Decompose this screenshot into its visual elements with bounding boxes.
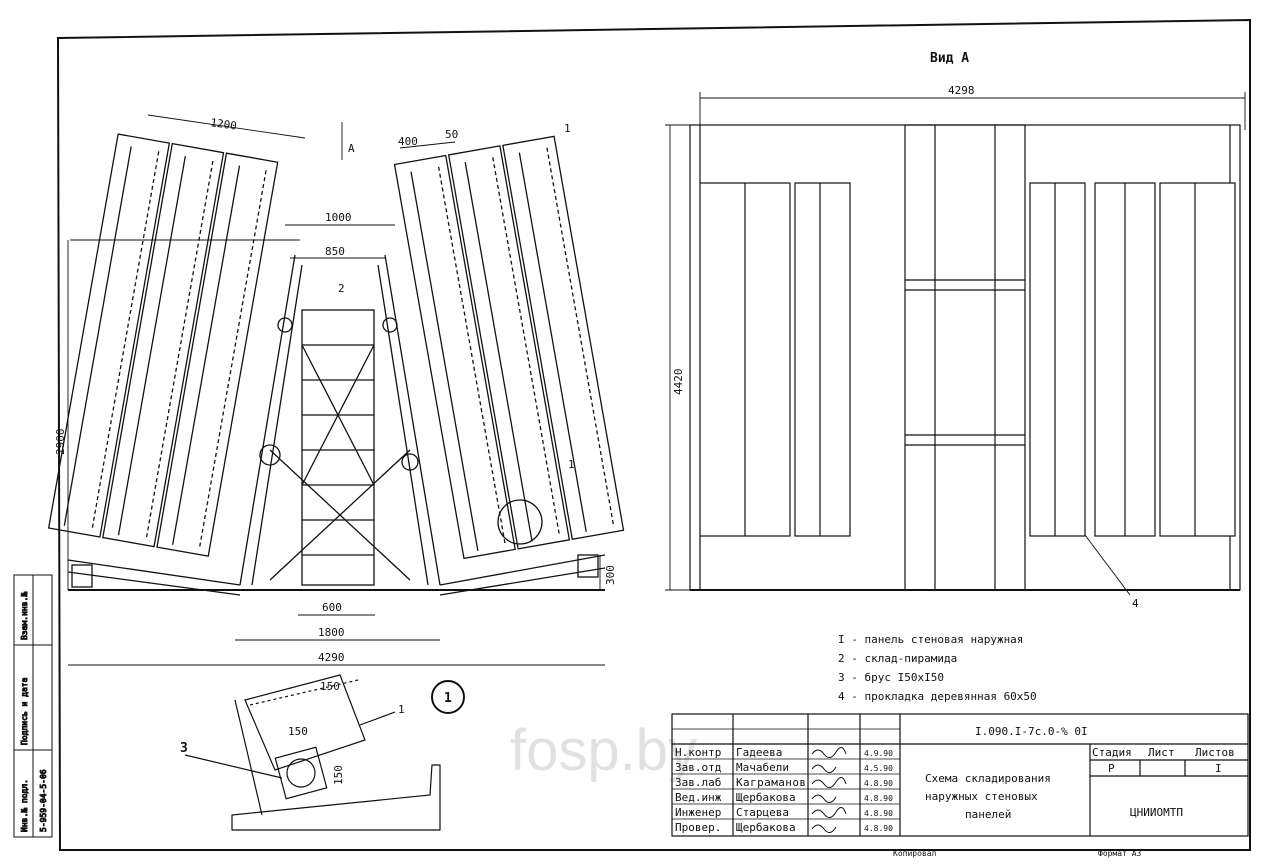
dim-300: 300 [604, 565, 617, 585]
panel-stack-left [47, 133, 279, 557]
name-2: Мачабели [736, 761, 789, 774]
title-block-signatures [811, 747, 847, 833]
dim-850: 850 [325, 245, 345, 258]
name-6: Щербакова [736, 821, 796, 834]
section-marker: 1 [431, 680, 465, 714]
section-circle-mark [497, 499, 543, 545]
title-block [671, 713, 1249, 837]
role-4: Вед.инж [675, 791, 722, 804]
panel-stack-right [393, 135, 625, 560]
left-dimension-labels: 1200 400 50 1000 850 2900 300 600 1800 4… [54, 116, 617, 664]
watermark: fosp.by [510, 718, 697, 783]
date-1: 4.9.90 [864, 749, 893, 758]
side-stamp-label-1: Инв.№ подл. [20, 779, 29, 832]
stage-value: Р [1108, 762, 1115, 775]
role-6: Провер. [675, 821, 721, 834]
name-4: Щербакова [736, 791, 796, 804]
pyramid-base [67, 554, 606, 596]
side-stamp-label-3: Взам.инв.№ [20, 592, 29, 640]
dim-2900: 2900 [54, 429, 67, 456]
sheet-title-line-3: панелей [965, 808, 1011, 821]
sheet-header: Лист [1148, 746, 1175, 759]
dim-4290-left: 4290 [318, 651, 345, 664]
legend: I - панель стеновая наружная 2 - склад-п… [838, 633, 1037, 703]
dim-4298: 4298 [948, 84, 975, 97]
callout-1-top: 1 [564, 122, 571, 135]
dim-1000: 1000 [325, 211, 352, 224]
dim-400: 400 [398, 135, 418, 148]
front-view [689, 124, 1241, 591]
dim-50: 50 [445, 128, 458, 141]
sheets-header: Листов [1195, 746, 1235, 759]
role-2: Зав.отд [675, 761, 722, 774]
footer-format: Формат А3 [1098, 849, 1142, 858]
view-title: Вид А [930, 51, 969, 66]
title-block-text: Н.контр Зав.отд Зав.лаб Вед.инж Инженер … [675, 725, 1235, 834]
footer-copied: Копировал [893, 849, 937, 858]
dim-4420: 4420 [672, 369, 685, 396]
legend-item-3: 3 - брус I50хI50 [838, 671, 944, 684]
role-3: Зав.лаб [675, 776, 721, 789]
front-view-dimensions [665, 92, 1246, 596]
role-5: Инженер [675, 806, 721, 819]
organization: ЦНИИОМТП [1130, 806, 1183, 819]
sheet-title-line-2: наружных стеновых [925, 790, 1038, 803]
side-stamp-value: 5-959-04-5-06 [39, 769, 48, 832]
legend-item-4: 4 - прокладка деревянная 60х50 [838, 690, 1037, 703]
date-4: 4.8.90 [864, 794, 893, 803]
detail-dim-150b: 150 [288, 725, 308, 738]
name-3: Каграманов [736, 776, 806, 789]
designation: I.090.I-7с.0-% 0I [975, 725, 1088, 738]
stage-header: Стадия [1092, 746, 1132, 759]
sheet-frame [56, 18, 1251, 851]
name-1: Гадеева [736, 746, 782, 759]
dim-600: 600 [322, 601, 342, 614]
legend-item-2: 2 - склад-пирамида [838, 652, 957, 665]
role-1: Н.контр [675, 746, 721, 759]
callout-1-mid: 1 [568, 458, 575, 471]
detail-dim-150a: 150 [320, 680, 340, 693]
sheets-value: I [1215, 762, 1222, 775]
pyramid-side-view [47, 133, 625, 596]
callout-4: 4 [1132, 597, 1139, 610]
date-5: 4.8.90 [864, 809, 893, 818]
date-6: 4.8.90 [864, 824, 893, 833]
arrow-label-a: А [348, 142, 355, 155]
side-stamp-label-2: Подпись и дата [20, 677, 29, 745]
detail-callout-1: 1 [398, 703, 405, 716]
sheet-title-line-1: Схема складирования [925, 772, 1051, 785]
dim-top-width: 1200 [210, 116, 238, 133]
dim-1800: 1800 [318, 626, 345, 639]
legend-item-1: I - панель стеновая наружная [838, 633, 1023, 646]
detail-callout-3: 3 [180, 741, 188, 756]
date-3: 4.8.90 [864, 779, 893, 788]
name-5: Старцева [736, 806, 789, 819]
pyramid-frame [239, 254, 441, 586]
callout-2: 2 [338, 282, 345, 295]
left-dimensions [67, 114, 605, 666]
date-2: 4.5.90 [864, 764, 893, 773]
detail-dim-150c: 150 [332, 765, 345, 785]
side-stamp: Инв.№ подл. Подпись и дата Взам.инв.№ 5-… [13, 574, 53, 838]
section-marker-number: 1 [444, 691, 452, 706]
detail-section [184, 674, 441, 831]
